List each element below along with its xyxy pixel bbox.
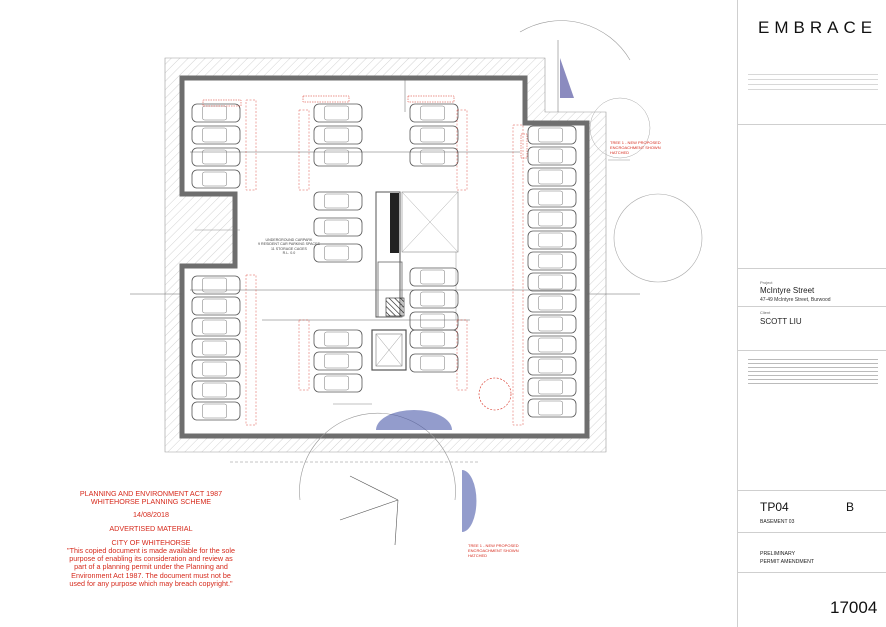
basement-floor-plan [130, 20, 703, 546]
car-space [409, 353, 459, 373]
car-space [527, 293, 577, 313]
storage-cages [202, 95, 528, 426]
status-line-1: PRELIMINARY [760, 551, 796, 557]
stamp-notice-line: Environment Act 1987. The document must … [71, 570, 231, 580]
car-park-spaces: 9 RESIDENT CAR PARKING SPACES [258, 242, 320, 247]
car-space [313, 243, 363, 263]
car-space [409, 329, 459, 349]
car-park-level: R.L. 0.0 [282, 251, 296, 256]
car-park-title: UNDERGROUND CARPARK [265, 238, 313, 242]
general-notes [748, 70, 878, 106]
car-space [313, 147, 363, 167]
stamp-advertised: ADVERTISED MATERIAL [109, 523, 193, 533]
car-space [191, 380, 241, 400]
project-label: Project [760, 280, 773, 285]
project-name: McIntyre Street [760, 286, 815, 295]
car-space [527, 356, 577, 376]
job-number: 17004 [830, 598, 878, 617]
project-address: 47-49 McIntyre Street, Burwood [760, 297, 831, 303]
stamp-notice-line: part of a planning permit under the Plan… [74, 562, 228, 572]
tree-note-bottom: TREE 1 - NEW PROPOSED ENCROACHMENT SHOWN… [468, 543, 519, 558]
drawing-title: BASEMENT 03 [760, 519, 795, 525]
tree-note-top: TREE 1 - NEW PROPOSED ENCROACHMENT SHOWN… [610, 140, 661, 155]
planning-stamp: PLANNING AND ENVIRONMENT ACT 1987 WHITEH… [36, 489, 266, 588]
stamp-act: PLANNING AND ENVIRONMENT ACT 1987 [79, 489, 223, 498]
client-name: SCOTT LIU [760, 317, 802, 326]
car-space [409, 103, 459, 123]
car-space [191, 296, 241, 316]
stamp-date: 14/08/2018 [133, 510, 169, 520]
revision-letter: B [846, 500, 855, 514]
car-space [313, 373, 363, 393]
stamp-city: CITY OF WHITEHORSE [111, 537, 191, 547]
car-space [409, 267, 459, 287]
stamp-notice-line: used for any purpose which may breach co… [69, 578, 233, 588]
core-and-ramp [371, 191, 459, 371]
car-space [191, 169, 241, 189]
car-spaces [191, 103, 577, 421]
stamp-scheme: WHITEHORSE PLANNING SCHEME [90, 497, 212, 507]
revision-table [748, 356, 878, 400]
car-space [313, 125, 363, 145]
car-space [313, 217, 363, 237]
dimension-lines [130, 40, 640, 463]
car-space [313, 103, 363, 123]
car-space [527, 398, 577, 418]
car-space [191, 317, 241, 337]
car-space [409, 125, 459, 145]
status-line-2: PERMIT AMENDMENT [760, 559, 815, 565]
brand-logo: EMBRACE [758, 18, 878, 37]
car-space [527, 167, 577, 187]
car-space [527, 377, 577, 397]
car-space [313, 191, 363, 211]
car-space [527, 125, 577, 145]
stamp-notice-line: "This copied document is made available … [67, 546, 235, 556]
car-space [191, 359, 241, 379]
car-space [191, 147, 241, 167]
car-space [191, 401, 241, 421]
car-space [527, 335, 577, 355]
site-outline [164, 57, 607, 453]
title-block: EMBRACE Project McIntyre Street 47-49 Mc… [737, 0, 886, 627]
car-park-label: UNDERGROUND CARPARK 9 RESIDENT CAR PARKI… [258, 238, 320, 256]
car-space [527, 251, 577, 271]
stamp-notice-line: purpose of enabling its consideration an… [69, 554, 233, 564]
car-space [527, 188, 577, 208]
car-space [527, 272, 577, 292]
car-park-cages: 11 STORAGE CAGES [271, 246, 307, 251]
car-space [313, 351, 363, 371]
car-space [527, 230, 577, 250]
car-space [527, 209, 577, 229]
car-space [527, 314, 577, 334]
car-space [191, 338, 241, 358]
car-space [527, 146, 577, 166]
tree-protection-zones [299, 20, 703, 546]
drawing-number: TP04 [760, 500, 789, 514]
car-space [409, 147, 459, 167]
car-space [191, 125, 241, 145]
car-space [191, 275, 241, 295]
client-label: Client [760, 310, 771, 315]
car-space [313, 329, 363, 349]
